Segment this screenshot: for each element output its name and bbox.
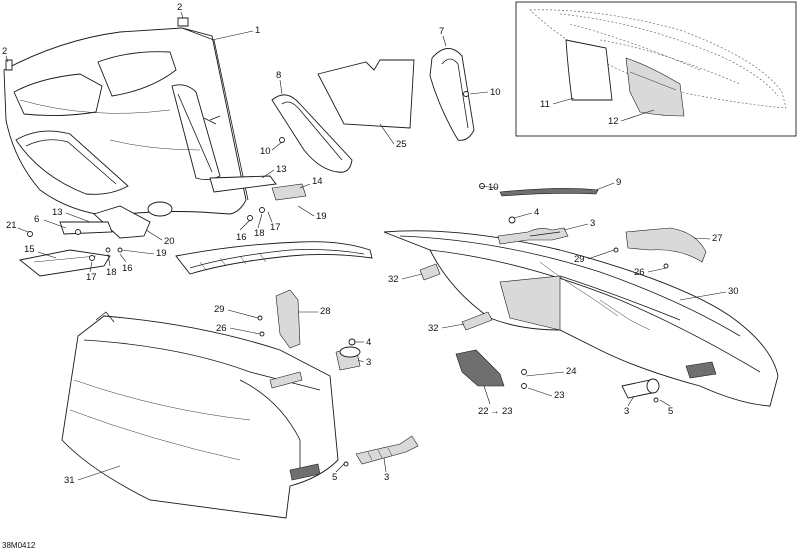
part-28-side-panel: [275, 289, 301, 349]
callout-3-mid: 3: [366, 357, 371, 368]
part-32-strip-upper: [419, 263, 441, 281]
callout-31: 31: [64, 475, 75, 486]
inset-frame: [515, 1, 797, 137]
callout-26-right: 26: [634, 267, 645, 278]
callout-arrow: →: [490, 406, 500, 417]
callout-10-top-right: 10: [490, 87, 501, 98]
part-3-handle-mid: [335, 346, 361, 371]
callout-13-right: 13: [276, 164, 287, 175]
part-7-vent-grille: [429, 48, 475, 141]
part-20-bracket: [93, 205, 151, 239]
callout-32-upper: 32: [388, 274, 399, 285]
part-3-handle-lower: [355, 435, 419, 465]
callout-22: 22: [478, 406, 489, 417]
callout-9: 9: [616, 177, 621, 188]
part-9-trim-strip: [499, 188, 599, 197]
side-rail-trim: [175, 241, 373, 275]
callout-28: 28: [320, 306, 331, 317]
callout-16-right: 16: [236, 232, 247, 243]
callout-27: 27: [712, 233, 723, 244]
callout-29-left: 29: [214, 304, 225, 315]
callout-5-right: 5: [668, 406, 673, 417]
part-13-bracket-left: [59, 221, 113, 235]
callout-3-upper: 3: [590, 218, 595, 229]
callout-10-mid: 10: [260, 146, 271, 157]
callout-32-lower: 32: [428, 323, 439, 334]
callout-23-right: 23: [554, 390, 565, 401]
callout-6: 6: [34, 214, 39, 225]
part-31-lower-panel: [61, 311, 339, 519]
part-2-clip-left: [5, 59, 13, 71]
callout-23-arrow: 23: [502, 406, 513, 417]
inset-panel-11: [565, 39, 613, 101]
callout-3-right: 3: [624, 406, 629, 417]
callout-2-top: 2: [177, 2, 182, 13]
callout-3-lower: 3: [384, 472, 389, 483]
part-8-vent-grille: [271, 94, 353, 173]
callout-20: 20: [164, 236, 175, 247]
part-32-strip-lower: [461, 311, 493, 331]
callout-26-left: 26: [216, 323, 227, 334]
part-25-decal: [317, 59, 415, 129]
inset-panel-12: [625, 57, 685, 117]
part-22-bracket: [455, 349, 505, 387]
callout-13-left: 13: [52, 207, 63, 218]
callout-24: 24: [566, 366, 577, 377]
callout-8: 8: [276, 70, 281, 81]
callout-11: 11: [540, 99, 550, 110]
callout-5-lower: 5: [332, 472, 337, 483]
inset-detail: 11 12: [515, 1, 797, 137]
callout-21: 21: [6, 220, 17, 231]
callout-18-right: 18: [254, 228, 265, 239]
callout-15: 15: [24, 244, 35, 255]
callout-17-right: 17: [270, 222, 281, 233]
diagram-code: 38M0412: [2, 541, 36, 550]
part-15-bracket: [18, 249, 111, 277]
callout-12: 12: [608, 116, 619, 127]
part-13-bracket-right: [209, 175, 277, 193]
part-14-bracket: [271, 183, 307, 201]
callout-4-upper: 4: [534, 207, 539, 218]
callout-25: 25: [396, 139, 407, 150]
callout-1: 1: [255, 25, 260, 36]
callout-17-left: 17: [86, 272, 97, 283]
part-2-clip-top: [177, 17, 189, 27]
callout-14: 14: [312, 176, 323, 187]
callout-7: 7: [439, 26, 444, 37]
inset-hood-outline: [529, 9, 787, 109]
callout-19-left: 19: [156, 248, 167, 259]
callout-30: 30: [728, 286, 739, 297]
callout-4-mid: 4: [366, 337, 371, 348]
callout-29-right: 29: [574, 254, 585, 265]
callout-18-left: 18: [106, 267, 117, 278]
callout-2-left: 2: [2, 46, 7, 57]
part-27-rear-piece: [625, 227, 707, 263]
callout-19-right: 19: [316, 211, 327, 222]
part-30-main-body: [383, 230, 779, 407]
part-1-hood: [3, 27, 249, 217]
callouts: 2 2 1 7 8 10 10 25 13 14 19 9 10 4 3 27 …: [2, 2, 739, 486]
callout-16-left: 16: [122, 263, 133, 274]
part-3-handle-upper: [497, 227, 569, 245]
part-3-handle-right: [621, 378, 660, 399]
